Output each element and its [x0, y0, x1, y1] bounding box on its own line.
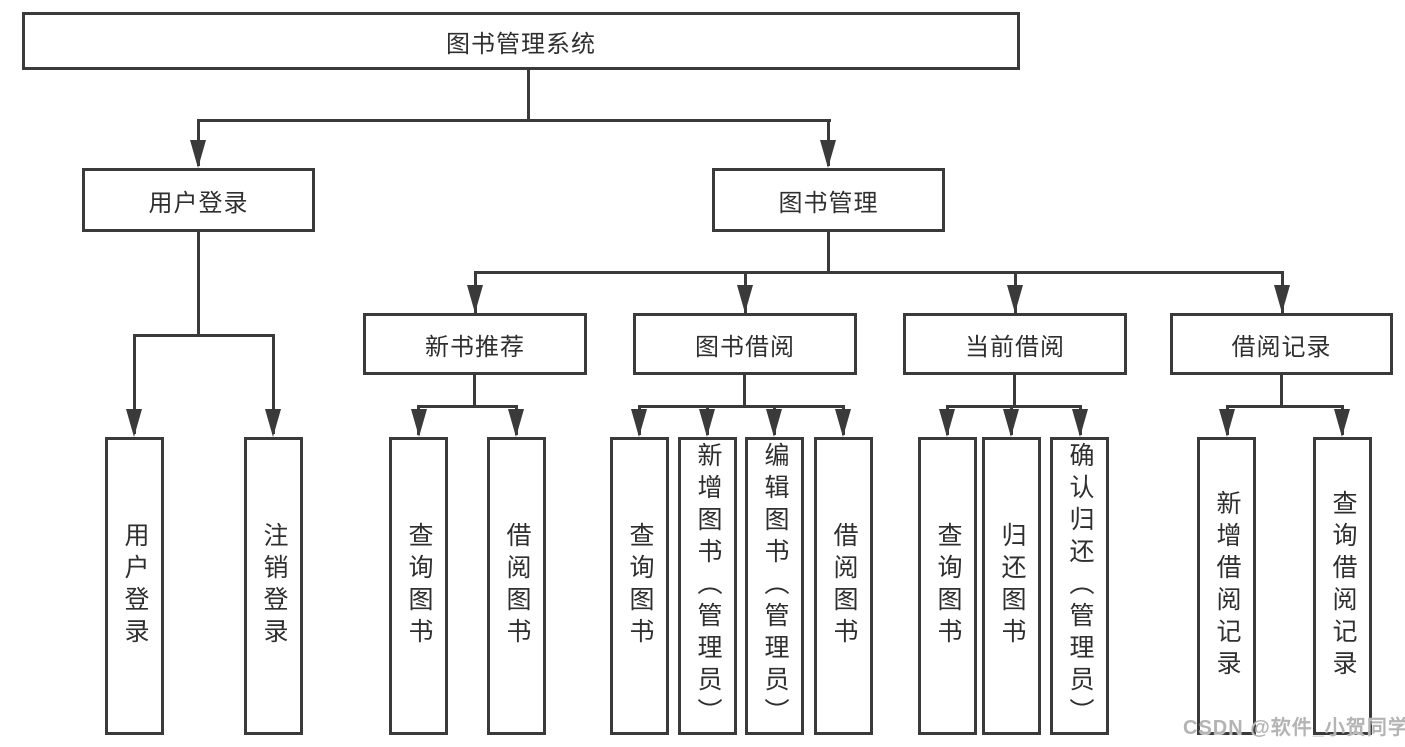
arrow-to-current-borrow — [1007, 285, 1023, 313]
arrow-to-user-login — [190, 140, 206, 168]
leaf-newbooks-query: 查询图书 — [389, 437, 448, 735]
node-new-books: 新书推荐 — [363, 313, 587, 375]
arrow-cb3 — [1072, 409, 1088, 437]
leaf-borrow-book: 借阅图书 — [814, 437, 873, 735]
connector-bookborrow-feeder — [743, 375, 746, 407]
arrow-cb1 — [939, 409, 955, 437]
connector-newbooks-feeder — [473, 375, 476, 407]
arrow-br2 — [1334, 409, 1350, 437]
node-user-login: 用户登录 — [82, 168, 315, 232]
arrow-nb2 — [508, 409, 524, 437]
node-book-mgmt: 图书管理 — [712, 168, 945, 232]
leaf-newbooks-borrow-label: 借阅图书 — [503, 522, 531, 650]
connector-borrowrecords-hbar — [1226, 405, 1344, 408]
leaf-current-return: 归还图书 — [982, 437, 1041, 735]
arrow-bb2 — [699, 409, 715, 437]
connector-level3-hbar — [474, 271, 1284, 274]
arrow-cb2 — [1003, 409, 1019, 437]
leaf-logout-label: 注销登录 — [260, 522, 288, 650]
leaf-records-add-label: 新增借阅记录 — [1213, 490, 1241, 682]
connector-userlogin-hbar — [133, 334, 275, 337]
node-current-borrow: 当前借阅 — [903, 313, 1127, 375]
node-root: 图书管理系统 — [22, 12, 1020, 70]
leaf-newbooks-query-label: 查询图书 — [405, 522, 433, 650]
leaf-records-query: 查询借阅记录 — [1313, 437, 1372, 735]
connector-stub-leaf-login — [133, 334, 136, 434]
leaf-user-login-label: 用户登录 — [121, 522, 149, 650]
watermark: CSDN @软件_小贺同学 — [1183, 717, 1405, 739]
leaf-current-query-label: 查询图书 — [934, 522, 962, 650]
leaf-current-confirm-return: 确认归还（管理员） — [1050, 437, 1109, 735]
connector-stub-leaf-logout — [272, 334, 275, 434]
leaf-borrow-add-book-label: 新增图书（管理员） — [694, 442, 722, 730]
leaf-borrow-edit-book-label: 编辑图书（管理员） — [761, 442, 789, 730]
connector-level2-hbar — [197, 119, 831, 122]
arrow-to-leaf-logout — [265, 409, 281, 437]
connector-borrowrecords-feeder — [1280, 375, 1283, 407]
leaf-current-return-label: 归还图书 — [998, 522, 1026, 650]
arrow-to-book-borrow — [737, 285, 753, 313]
connector-newbooks-hbar — [418, 405, 518, 408]
leaf-borrow-book-label: 借阅图书 — [830, 522, 858, 650]
leaf-borrow-add-book: 新增图书（管理员） — [678, 437, 737, 735]
leaf-current-confirm-return-label: 确认归还（管理员） — [1066, 442, 1094, 730]
connector-bookborrow-hbar — [638, 405, 845, 408]
connector-bookmgmt-feeder — [827, 232, 830, 273]
arrow-br1 — [1219, 409, 1235, 437]
leaf-borrow-edit-book: 编辑图书（管理员） — [745, 437, 804, 735]
leaf-records-query-label: 查询借阅记录 — [1329, 490, 1357, 682]
leaf-user-login: 用户登录 — [105, 437, 164, 735]
arrow-nb1 — [411, 409, 427, 437]
leaf-logout: 注销登录 — [244, 437, 303, 735]
arrow-bb1 — [631, 409, 647, 437]
node-borrow-records: 借阅记录 — [1170, 313, 1393, 375]
node-book-borrow: 图书借阅 — [633, 313, 857, 375]
arrow-bb3 — [766, 409, 782, 437]
arrow-to-borrow-records — [1274, 285, 1290, 313]
connector-currentborrow-hbar — [946, 405, 1082, 408]
connector-currentborrow-feeder — [1013, 375, 1016, 407]
connector-root-feeder — [527, 70, 530, 122]
leaf-borrow-query-label: 查询图书 — [626, 522, 654, 650]
arrow-to-book-mgmt — [820, 140, 836, 168]
connector-userlogin-feeder — [197, 232, 200, 337]
leaf-newbooks-borrow: 借阅图书 — [487, 437, 546, 735]
arrow-to-new-books — [467, 285, 483, 313]
leaf-borrow-query: 查询图书 — [610, 437, 669, 735]
arrow-to-leaf-login — [126, 409, 142, 437]
leaf-current-query: 查询图书 — [918, 437, 977, 735]
arrow-bb4 — [835, 409, 851, 437]
leaf-records-add: 新增借阅记录 — [1197, 437, 1256, 735]
